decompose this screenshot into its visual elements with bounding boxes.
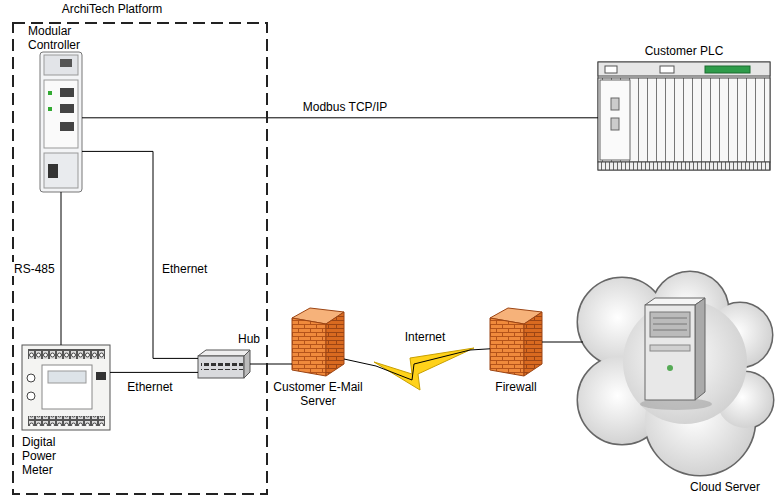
drawing-part [22,345,110,430]
drawing-part [650,345,690,351]
hub: Hub [198,350,250,378]
connector-label: Modbus TCP/IP [301,100,389,114]
drawing-part [705,66,750,73]
drawing-part [611,118,619,130]
drawing-part [48,91,52,95]
node-label: Customer PLC [598,44,770,58]
drawing-part [653,318,687,319]
drawing-part [605,66,617,73]
text-slot: Cloud Server [690,480,770,494]
drawing-part [48,107,52,111]
drawing-part [598,78,770,162]
drawing-part [611,98,619,110]
connector-line [110,372,198,373]
dashed-outline [12,22,268,495]
drawing-part [653,330,687,331]
drawing-part [623,300,747,424]
connector-label: Ethernet [160,262,209,276]
drawing-part [28,349,105,359]
drawing-part [198,350,250,356]
drawing-part [598,162,770,170]
connector-label: Ethernet [125,380,174,394]
node-label: Digital Power Meter [22,435,72,477]
email-server-firewall-icon [292,308,344,376]
text-slot: Modular Controller [28,24,92,52]
drawing-part [653,324,687,325]
power-meter-icon [22,345,110,430]
drawing-part [48,164,58,178]
drawing-part [198,356,244,378]
node-label: Cloud Server [690,480,770,494]
connector-line [82,117,598,118]
drawing-part [667,365,673,371]
drawing-part [695,298,705,400]
connector-line [344,349,490,380]
drawing-part [96,372,106,380]
connector-line [82,151,198,358]
drawing-part [40,52,82,192]
node-label: Hub [238,332,264,346]
drawing-part [60,104,74,113]
connector-label: Internet [403,330,448,344]
text-slot: Customer E-Mail Server [268,380,368,408]
platform-region: Modular ControllerDigital Power Meter Hub… [12,22,268,495]
connector-line [61,192,62,345]
node-label: Firewall [466,380,566,394]
server-icon [640,298,712,410]
text-slot: ArchiTech Platform [12,2,212,16]
drawing-part [60,122,74,131]
node-label: Customer E-Mail Server [268,380,368,408]
hub-icon [198,350,250,378]
drawing-part [28,416,105,426]
drawing-part [44,55,78,75]
drawing-part [44,80,78,148]
lightning-bolt [374,348,474,390]
drawing-part [650,312,690,337]
drawing-part [660,66,674,73]
connector-line [542,342,583,343]
drawing-part [60,59,72,67]
dashed-border [13,23,267,494]
drawing-part [600,80,630,160]
node-label: ArchiTech Platform [12,2,212,16]
plc: Customer PLC [598,62,770,170]
cloud-shape [578,272,773,475]
drawing-part [598,62,770,170]
drawing-part [598,62,770,76]
text-slot: Hub [238,332,264,346]
drawing-part [60,88,74,97]
text-slot: Customer PLC [598,44,770,58]
firewall-icon [490,308,542,376]
plc-icon [598,62,770,170]
drawing-part [48,371,86,383]
controller-icon [40,52,82,192]
drawing-part [42,365,92,409]
cloud-fill [578,272,773,475]
drawing-part [201,363,243,370]
connector-line [250,364,292,365]
power-meter: Digital Power Meter [22,345,110,430]
modular-controller: Modular Controller [40,52,82,192]
drawing-part [244,350,250,378]
cloud-server: Cloud Server [583,272,775,477]
text-slot: Firewall [466,380,566,394]
email-server: Customer E-Mail Server [292,308,344,376]
firewall: Firewall [490,308,542,376]
drawing-part [27,374,35,382]
text-slot: Digital Power Meter [22,435,72,477]
node-label: Modular Controller [28,24,92,52]
drawing-part [27,392,35,400]
connector-label: RS-485 [12,262,57,276]
drawing-part [645,305,695,400]
drawing-part [44,153,78,188]
